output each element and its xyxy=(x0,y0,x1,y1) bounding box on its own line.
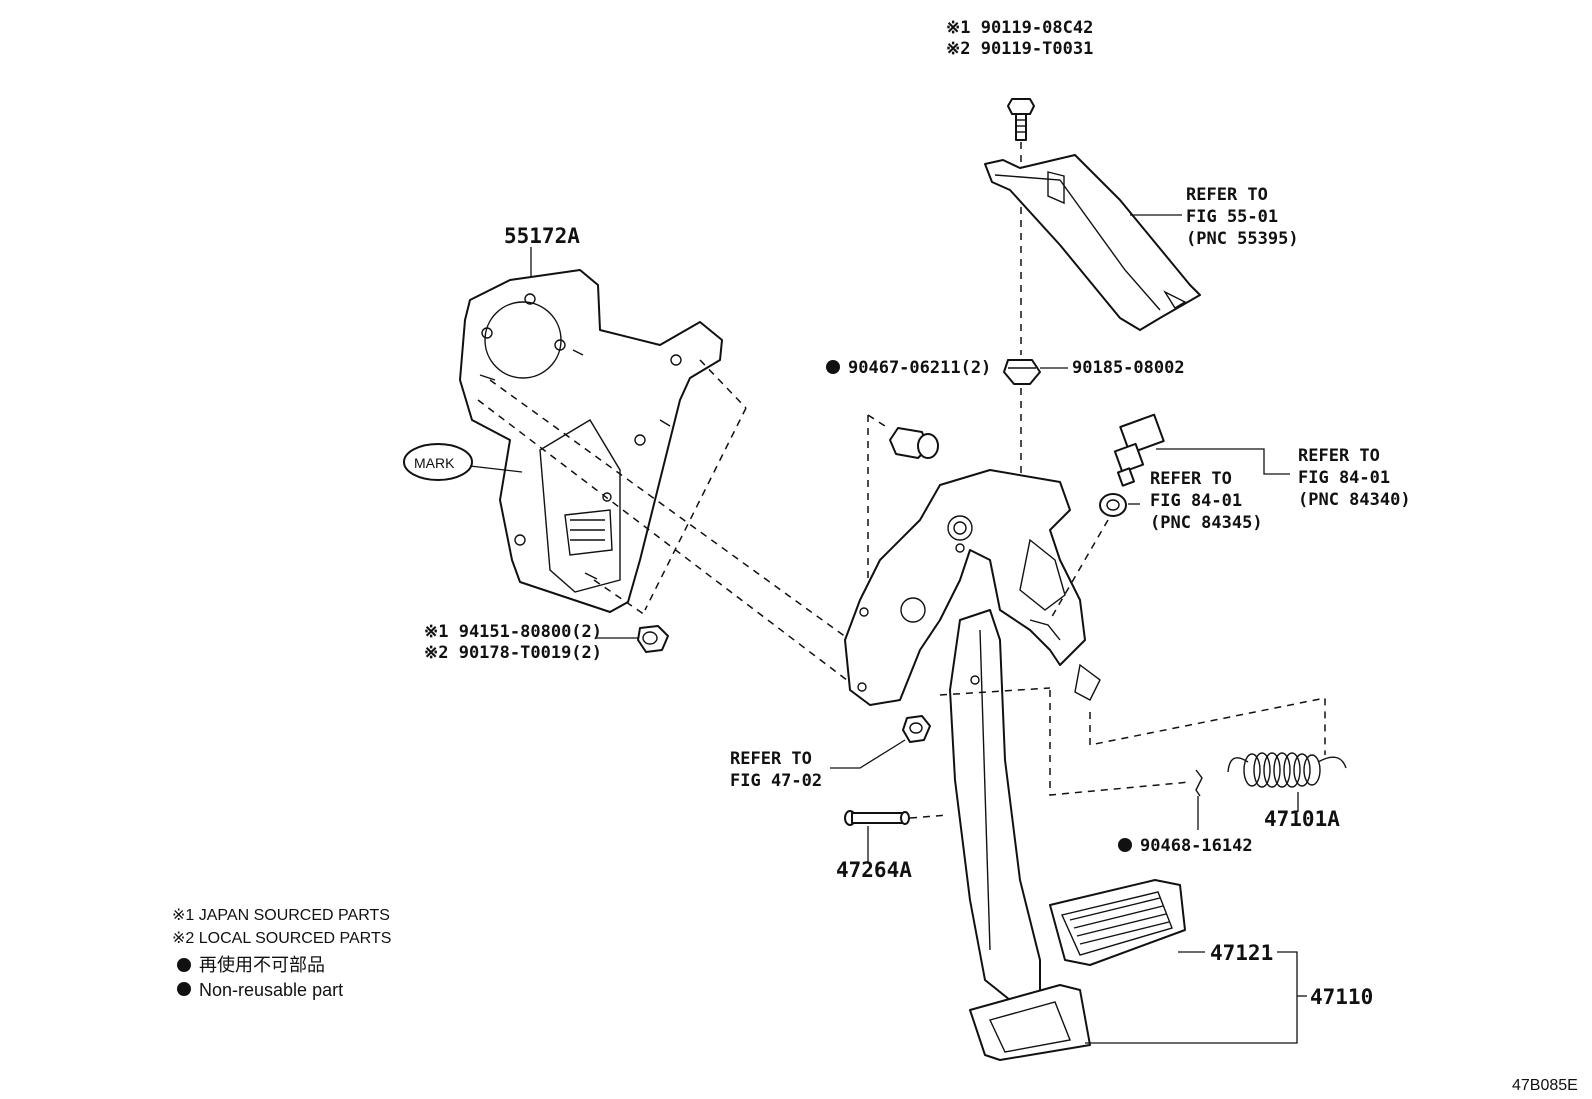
grommet-guide-line xyxy=(1049,519,1109,621)
pedal-arm[interactable] xyxy=(949,609,1041,1001)
nut-94151-label-1: ※1 94151-80800(2) xyxy=(424,622,602,642)
pedal-guide-line xyxy=(1049,690,1191,796)
pedal-bracket-55172a[interactable] xyxy=(459,269,723,613)
refer-84340-label-3: (PNC 84340) xyxy=(1298,490,1411,510)
pin-47264a[interactable] xyxy=(844,810,910,826)
legend-bullet-jp: 再使用不可部品 xyxy=(199,955,325,975)
cushion-90467-bullet xyxy=(826,360,840,374)
refer-84345-label-2: FIG 84-01 xyxy=(1150,491,1242,511)
nut-bottom[interactable] xyxy=(902,715,931,743)
cushion-guide-top xyxy=(867,414,889,429)
mark-label: MARK xyxy=(414,455,455,471)
return-spring-47101a[interactable] xyxy=(1227,752,1347,788)
upper-bracket[interactable] xyxy=(984,154,1201,331)
pedal-47110-bracket-leader xyxy=(1085,951,1298,1044)
refer-84340-label-2: FIG 84-01 xyxy=(1298,468,1390,488)
legend-bullet-jp-dot xyxy=(177,958,191,972)
legend-note-1: ※1 JAPAN SOURCED PARTS xyxy=(172,907,390,924)
clip-90468-bullet xyxy=(1118,838,1132,852)
bracket-55172a-label: 55172A xyxy=(504,224,580,248)
refer-47-label-1: REFER TO xyxy=(730,749,812,769)
refer-55-label-3: (PNC 55395) xyxy=(1186,229,1299,249)
pin-47264a-label: 47264A xyxy=(836,858,912,882)
bracket-guide-line-1 xyxy=(699,359,747,409)
nut-94151[interactable] xyxy=(637,625,669,653)
clip-90468[interactable] xyxy=(1195,769,1203,797)
legend-note-2: ※2 LOCAL SOURCED PARTS xyxy=(172,930,391,947)
pedal-top-guide xyxy=(939,687,1051,696)
bracket-guide-line-4 xyxy=(477,399,861,691)
refer-84345-label-3: (PNC 84345) xyxy=(1150,513,1263,533)
legend-bullet-en: Non-reusable part xyxy=(199,980,343,1000)
pedal-47110-label: 47110 xyxy=(1310,985,1373,1009)
nut-94151-label-2: ※2 90178-T0019(2) xyxy=(424,643,602,663)
bolt-top-label-1: ※1 90119-08C42 xyxy=(946,18,1093,38)
pad-47121-label: 47121 xyxy=(1210,941,1273,965)
clip-90468-label: 90468-16142 xyxy=(1140,836,1253,856)
legend-bullet-en-dot xyxy=(177,982,191,996)
pedal-support-bracket[interactable] xyxy=(844,469,1101,706)
refer-47-leader xyxy=(830,739,906,769)
cushion-90467[interactable] xyxy=(889,427,939,459)
clip-90185-label: 90185-08002 xyxy=(1072,358,1185,378)
bolt-top-label-2: ※2 90119-T0031 xyxy=(946,39,1093,59)
refer-55-label-1: REFER TO xyxy=(1186,185,1268,205)
pin-guide-line xyxy=(909,814,949,819)
bolt-top[interactable] xyxy=(1007,98,1035,141)
bracket-guide-line-5 xyxy=(593,579,646,616)
mark-callout xyxy=(403,443,523,481)
pedal-pad-47121[interactable] xyxy=(1049,879,1186,966)
refer-55-label-2: FIG 55-01 xyxy=(1186,207,1278,227)
pedal-foot-plate[interactable] xyxy=(969,984,1091,1061)
spring-47101a-label: 47101A xyxy=(1264,807,1340,831)
stop-light-switch[interactable] xyxy=(1113,413,1165,487)
refer-47-label-2: FIG 47-02 xyxy=(730,771,822,791)
clip-90185[interactable] xyxy=(1003,359,1041,385)
figure-code: 47B085E xyxy=(1512,1077,1578,1094)
switch-grommet[interactable] xyxy=(1099,493,1127,517)
refer-84340-label-1: REFER TO xyxy=(1298,446,1380,466)
refer-84345-label-1: REFER TO xyxy=(1150,469,1232,489)
bracket-guide-line-2 xyxy=(644,407,747,611)
refer-84340-leader xyxy=(1156,448,1290,475)
spring-guide-line xyxy=(1089,697,1326,755)
cushion-90467-label: 90467-06211(2) xyxy=(848,358,991,378)
bracket-guide-line-3 xyxy=(489,379,851,641)
